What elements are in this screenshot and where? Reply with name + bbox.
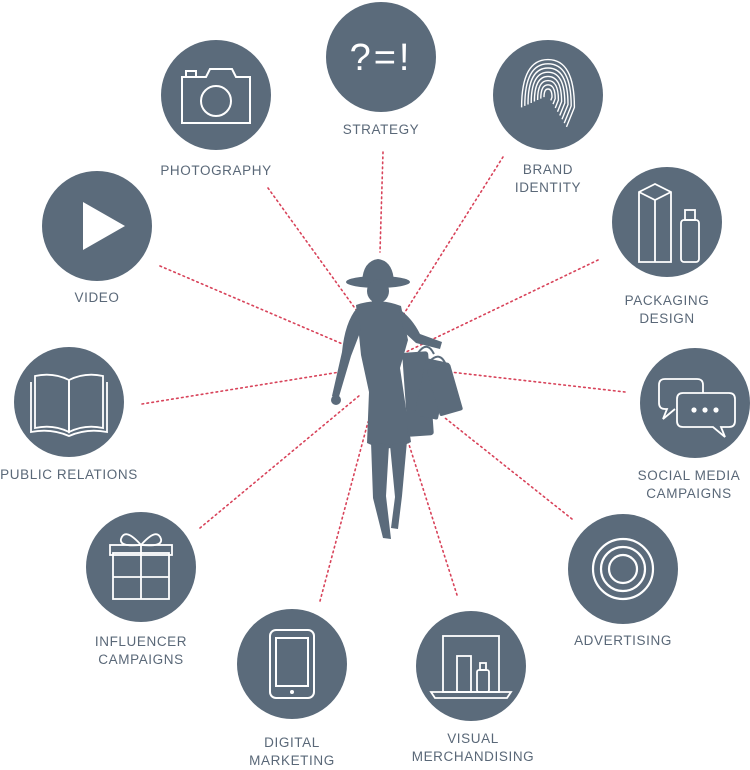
label-line: IDENTITY: [514, 180, 582, 195]
tablet-icon: [269, 629, 315, 699]
label-line: CAMPAIGNS: [98, 652, 184, 667]
label-photography: PHOTOGRAPHY: [160, 162, 271, 180]
node-video: [42, 171, 152, 281]
label-line: VIDEO: [74, 290, 120, 305]
connector-digital-marketing: [319, 421, 369, 602]
label-line: VISUAL: [447, 731, 499, 746]
label-line: PHOTOGRAPHY: [160, 163, 272, 178]
open-book-icon: [30, 373, 108, 437]
label-line: ADVERTISING: [574, 633, 672, 648]
chat-bubbles-icon: [658, 378, 736, 438]
node-packaging-design: [612, 167, 722, 277]
node-social-media-campaigns: [640, 348, 750, 458]
label-digital-marketing: DIGITAL MARKETING: [249, 734, 335, 770]
connector-packaging-design: [405, 259, 599, 353]
connector-video: [159, 265, 346, 346]
label-influencer-campaigns: INFLUENCER CAMPAIGNS: [95, 633, 187, 669]
label-strategy: STRATEGY: [343, 121, 420, 139]
label-line: BRAND: [522, 162, 574, 177]
node-public-relations: [14, 347, 124, 457]
circle-brand-identity: [493, 40, 603, 150]
label-line: DIGITAL: [264, 735, 320, 750]
connector-lines: [141, 151, 626, 602]
circle-packaging-design: [612, 167, 722, 277]
node-photography: [161, 40, 271, 150]
box-and-bottle-icon: [638, 182, 700, 263]
circle-photography: [161, 40, 271, 150]
label-line: MERCHANDISING: [411, 749, 535, 764]
fingerprint-icon: [520, 58, 576, 128]
label-visual-merchandising: VISUAL MERCHANDISING: [412, 730, 535, 766]
connector-public-relations: [141, 371, 341, 405]
label-line: STRATEGY: [342, 122, 420, 137]
label-line: SOCIAL MEDIA: [637, 468, 741, 483]
label-public-relations: PUBLIC RELATIONS: [0, 466, 138, 484]
node-strategy: ?=!: [326, 2, 436, 112]
target-icon: [591, 537, 655, 601]
gift-icon: [109, 533, 173, 600]
label-line: DESIGN: [639, 311, 695, 326]
display-shelf-icon: [429, 635, 513, 699]
label-line: PACKAGING: [624, 293, 710, 308]
circle-strategy: [326, 2, 436, 112]
node-visual-merchandising: [416, 611, 526, 721]
camera-icon: [181, 68, 251, 124]
connector-photography: [267, 187, 363, 319]
svg-text:?=!: ?=!: [350, 37, 413, 79]
label-line: PUBLIC RELATIONS: [0, 467, 138, 482]
label-packaging-design: PACKAGING DESIGN: [625, 292, 710, 328]
label-advertising: ADVERTISING: [574, 632, 672, 650]
connector-brand-identity: [399, 156, 504, 321]
label-line: CAMPAIGNS: [646, 486, 732, 501]
circle-digital-marketing: [237, 609, 347, 719]
question-equals-exclamation-icon: ?=!: [350, 37, 413, 79]
connector-social-media-campaigns: [449, 371, 626, 393]
node-influencer-campaigns: [86, 512, 196, 622]
label-video: VIDEO: [74, 289, 119, 307]
label-line: INFLUENCER: [94, 634, 188, 649]
node-advertising: [568, 514, 678, 624]
connector-visual-merchandising: [404, 431, 458, 596]
label-social-media-campaigns: SOCIAL MEDIA CAMPAIGNS: [638, 467, 741, 503]
circle-advertising: [568, 514, 678, 624]
connector-influencer-campaigns: [199, 394, 361, 529]
connector-advertising: [444, 417, 573, 520]
label-line: MARKETING: [249, 753, 335, 768]
play-icon: [83, 202, 125, 250]
label-brand-identity: BRAND IDENTITY: [515, 161, 581, 197]
node-digital-marketing: [237, 609, 347, 719]
connector-strategy: [379, 151, 384, 253]
node-brand-identity: [493, 40, 603, 150]
woman-with-shopping-bags-silhouette: [331, 259, 463, 539]
